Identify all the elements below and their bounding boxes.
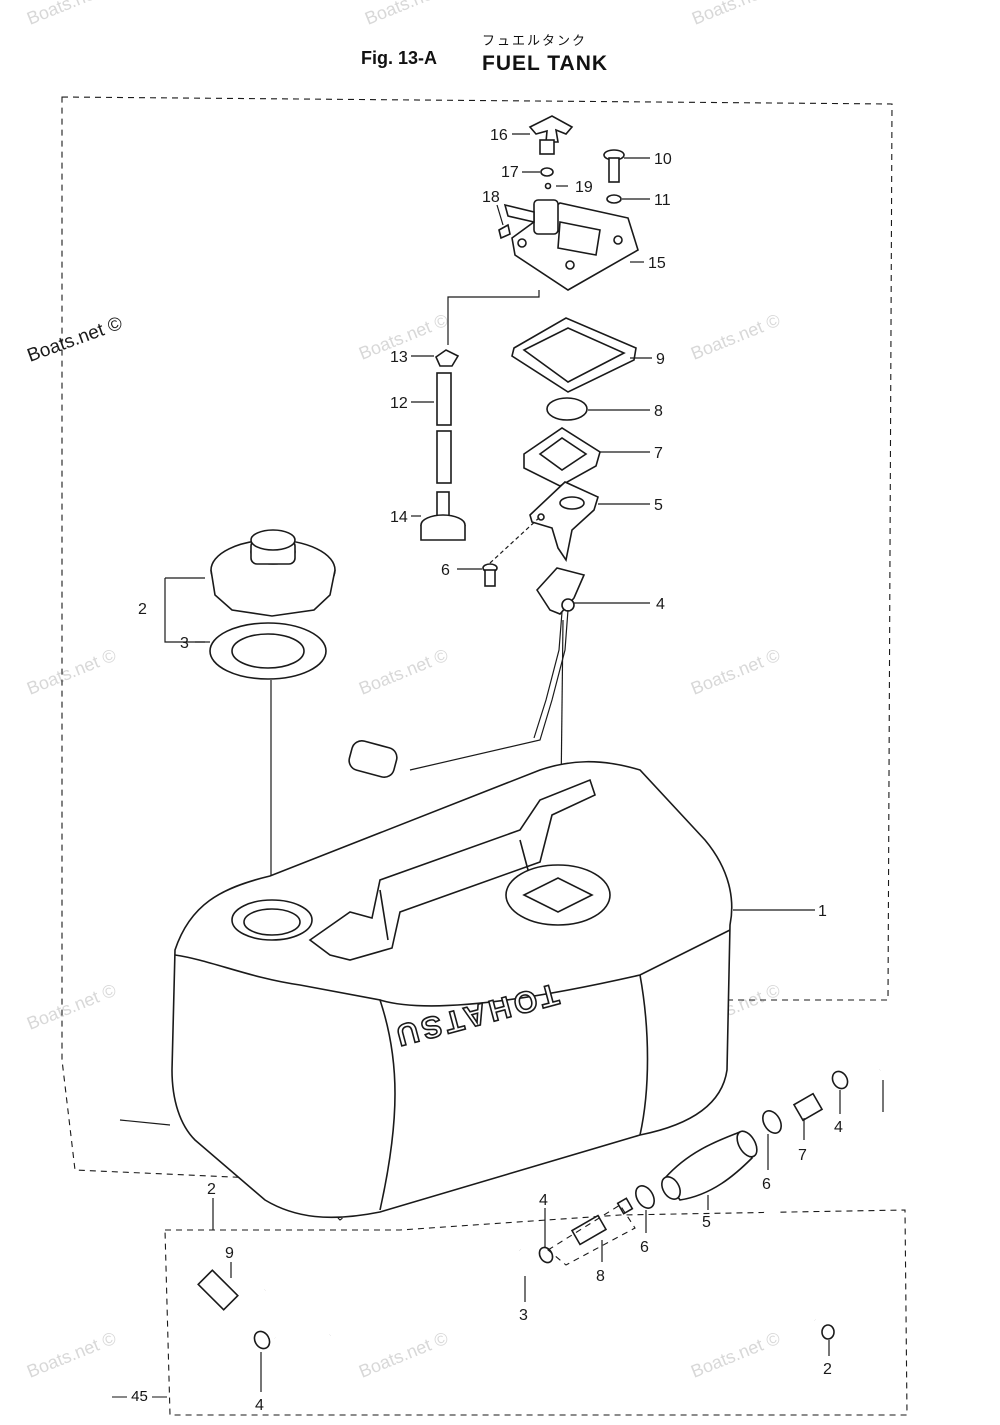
callout-14: 14 — [390, 509, 408, 526]
group-outline-main — [61, 96, 893, 1221]
hose-callout-4: 4 — [539, 1192, 548, 1209]
callout-10: 10 — [654, 151, 672, 168]
leader-cover — [447, 290, 540, 345]
pickup-fitting — [420, 491, 466, 541]
hose-callout-6: 6 — [762, 1176, 771, 1193]
callout-leaders — [195, 133, 884, 1392]
watermark-bold: Boats.net © — [25, 313, 126, 367]
hose-callout-4: 4 — [255, 1397, 264, 1414]
callout-19: 19 — [575, 179, 593, 196]
callout-3: 3 — [180, 635, 189, 652]
hose-callout-3: 3 — [519, 1307, 528, 1324]
hose-assembly — [197, 1056, 935, 1350]
watermark: Boats.net © — [688, 1328, 783, 1382]
callout-8: 8 — [654, 403, 663, 420]
hose-callout-5: 5 — [702, 1214, 711, 1231]
gasket — [511, 317, 637, 393]
screw-top — [603, 149, 625, 183]
o-ring — [540, 167, 554, 177]
ball — [544, 182, 552, 190]
hose-callout-7: 7 — [798, 1147, 807, 1164]
gauge-cover — [503, 199, 639, 291]
watermark: Boats.net © — [688, 645, 783, 699]
filler-cap — [210, 529, 336, 617]
callout-2: 2 — [138, 601, 147, 618]
screw-small — [482, 563, 498, 587]
callout-numbers: 16 17 19 18 10 11 15 13 9 12 8 7 14 5 6 … — [138, 127, 843, 1414]
callout-15: 15 — [648, 255, 666, 272]
hose-callout-9: 9 — [225, 1245, 234, 1262]
pin — [498, 223, 511, 240]
gauge-base — [529, 481, 599, 563]
callout-5: 5 — [654, 497, 663, 514]
tube-upper — [436, 372, 452, 426]
fuel-gauge-assembly — [348, 567, 586, 778]
hose-callout-4: 4 — [834, 1119, 843, 1136]
watermark: Boats.net © — [356, 645, 451, 699]
hose-callout-2: 2 — [823, 1361, 832, 1378]
clip — [435, 349, 460, 367]
callout-18: 18 — [482, 189, 500, 206]
hose-callout-6: 6 — [640, 1239, 649, 1256]
callout-4: 4 — [656, 596, 665, 613]
washer — [606, 194, 622, 204]
gauge-window — [523, 427, 601, 487]
callout-7: 7 — [654, 445, 663, 462]
tube-lower — [436, 430, 452, 484]
callout-1: 1 — [818, 903, 827, 920]
watermark: Boats.net © — [24, 1328, 119, 1382]
watermark: Boats.net © — [24, 980, 119, 1034]
filler-seal — [209, 622, 327, 680]
watermark: Boats.net © — [689, 0, 784, 29]
title-japanese: フュエルタンク — [482, 33, 588, 48]
clip-end — [821, 1324, 835, 1340]
bracket — [164, 577, 205, 643]
leader-screw — [489, 516, 541, 564]
callout-13: 13 — [390, 349, 408, 366]
callout-12: 12 — [390, 395, 408, 412]
callout-11: 11 — [654, 192, 671, 209]
o-ring-large — [546, 397, 588, 421]
callout-6: 6 — [441, 562, 450, 579]
callout-9: 9 — [656, 351, 665, 368]
vent-knob — [528, 115, 574, 155]
edge-mark — [119, 1119, 171, 1126]
page-number: — 45 — — [112, 1388, 168, 1405]
watermark: Boats.net © — [24, 0, 119, 29]
callout-16: 16 — [490, 127, 508, 144]
diagram-title: FUEL TANK — [482, 52, 609, 75]
fuel-tank: TOHATSU — [171, 760, 733, 1219]
figure-number: Fig. 13-A — [361, 48, 438, 68]
group-outline-hose — [164, 1209, 908, 1416]
watermark: Boats.net © — [688, 310, 783, 364]
hose-callout-8: 8 — [596, 1268, 605, 1285]
callout-17: 17 — [501, 164, 519, 181]
watermark: Boats.net © — [356, 1328, 451, 1382]
watermark: Boats.net © — [24, 645, 119, 699]
watermark: Boats.net © — [362, 0, 457, 29]
hose-callout-2: 2 — [207, 1181, 216, 1198]
